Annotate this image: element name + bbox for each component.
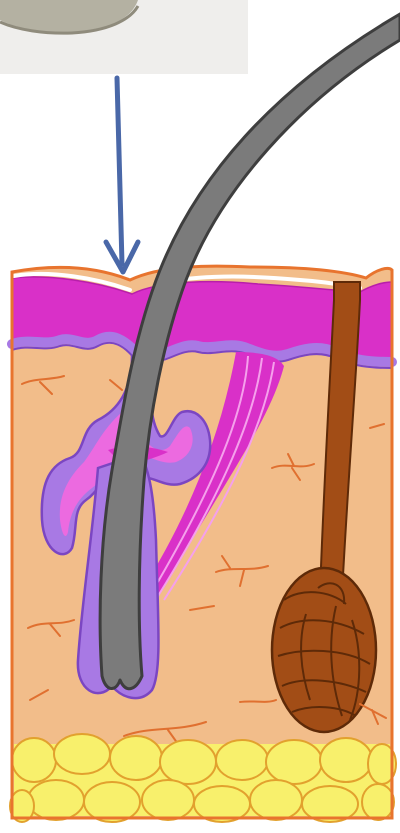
fat-cells-icon — [10, 734, 396, 822]
sweat-gland-icon — [272, 568, 376, 732]
skin-block — [10, 14, 400, 822]
sample-dish-photo — [0, 0, 248, 74]
down-arrow-icon — [106, 78, 138, 272]
